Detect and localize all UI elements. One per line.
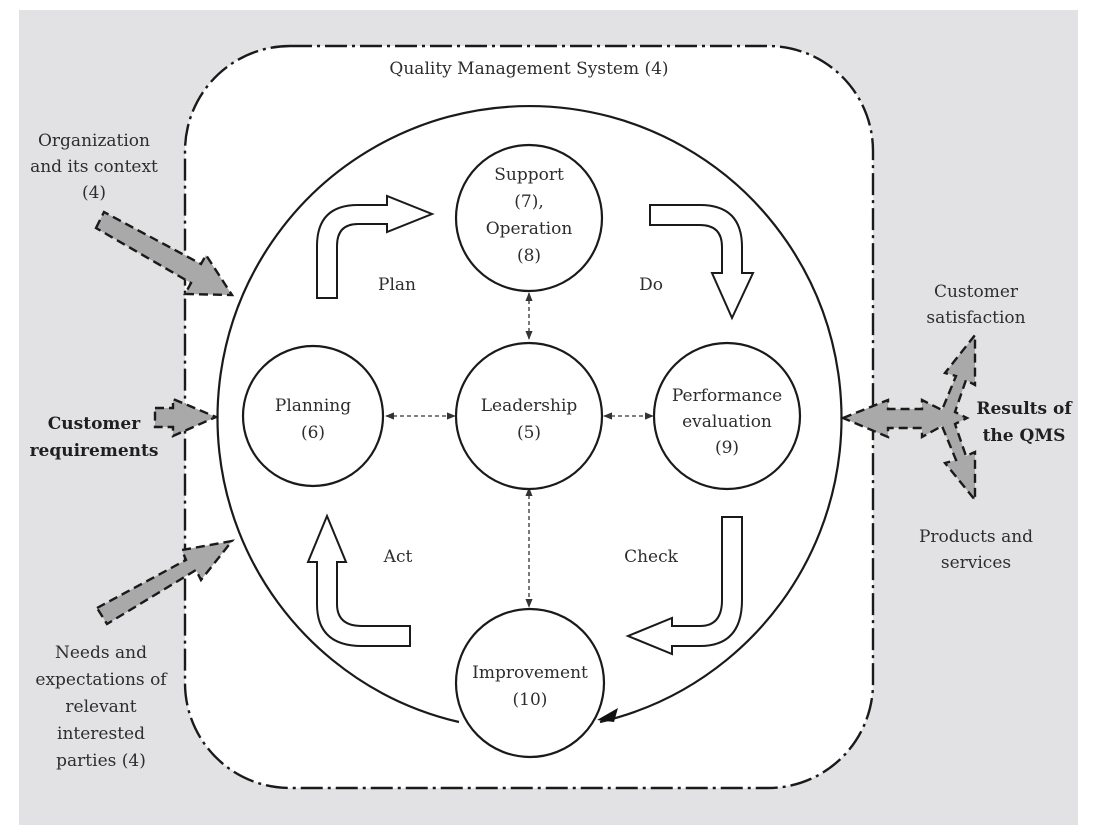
plan-label: Plan [378,275,416,295]
results-arrow [839,331,977,504]
customer-requirements-line-1: Customer [48,414,141,434]
needs-line-5: parties (4) [56,751,146,771]
customer-satisfaction-label: Customer satisfaction [926,282,1025,328]
products-line-2: services [941,553,1011,573]
cycle-arrowhead [597,708,618,722]
organization-context-arrow [94,210,235,297]
products-line-1: Products and [919,527,1033,547]
node-leadership-line-1: Leadership [481,396,578,416]
needs-line-4: interested [57,724,145,744]
node-performance-line-3: (9) [715,438,739,458]
do-label: Do [639,275,663,295]
needs-expectations-label: Needs and expectations of relevant inter… [35,643,168,771]
qms-title: Quality Management System (4) [389,59,668,79]
node-support-line-1: Support [494,165,564,185]
node-improvement-line-1: Improvement [472,663,588,683]
check-arrow [625,516,743,656]
customer-satisfaction-line-1: Customer [934,282,1019,302]
needs-expectations-arrow [95,539,235,626]
plan-arrow [316,194,435,299]
results-of-qms-label: Results of the QMS [976,399,1073,446]
customer-requirements-label: Customer requirements [30,414,159,461]
organization-line-3: (4) [82,183,106,203]
node-planning: Planning (6) [241,344,385,488]
needs-line-1: Needs and [55,643,147,663]
results-line-2: the QMS [983,426,1066,446]
do-arrow [649,204,755,321]
node-support-line-4: (8) [517,246,541,266]
node-improvement-line-2: (10) [513,690,548,710]
node-improvement: Improvement (10) [454,607,606,759]
check-label: Check [624,547,679,567]
node-planning-line-2: (6) [301,423,325,443]
node-performance-line-2: evaluation [682,412,772,432]
node-performance-evaluation: Performance evaluation (9) [652,341,802,491]
node-support-line-2: (7), [514,192,543,212]
node-performance-line-1: Performance [672,386,782,406]
node-support: Support (7), Operation (8) [454,143,604,293]
node-leadership: Leadership (5) [454,341,604,491]
act-arrow [306,513,411,647]
customer-satisfaction-line-2: satisfaction [926,308,1025,328]
node-leadership-line-2: (5) [517,423,541,443]
organization-context-label: Organization and its context (4) [30,131,158,203]
node-support-line-3: Operation [486,219,573,239]
act-label: Act [383,547,413,567]
needs-line-2: expectations of [35,670,168,690]
organization-line-1: Organization [38,131,150,151]
needs-line-3: relevant [65,697,136,717]
customer-requirements-arrow [153,397,220,438]
results-line-1: Results of [976,399,1073,419]
node-planning-line-1: Planning [275,396,351,416]
products-services-label: Products and services [919,527,1033,573]
pdca-cycle-circle [216,104,843,724]
customer-requirements-line-2: requirements [30,441,159,461]
organization-line-2: and its context [30,157,158,177]
